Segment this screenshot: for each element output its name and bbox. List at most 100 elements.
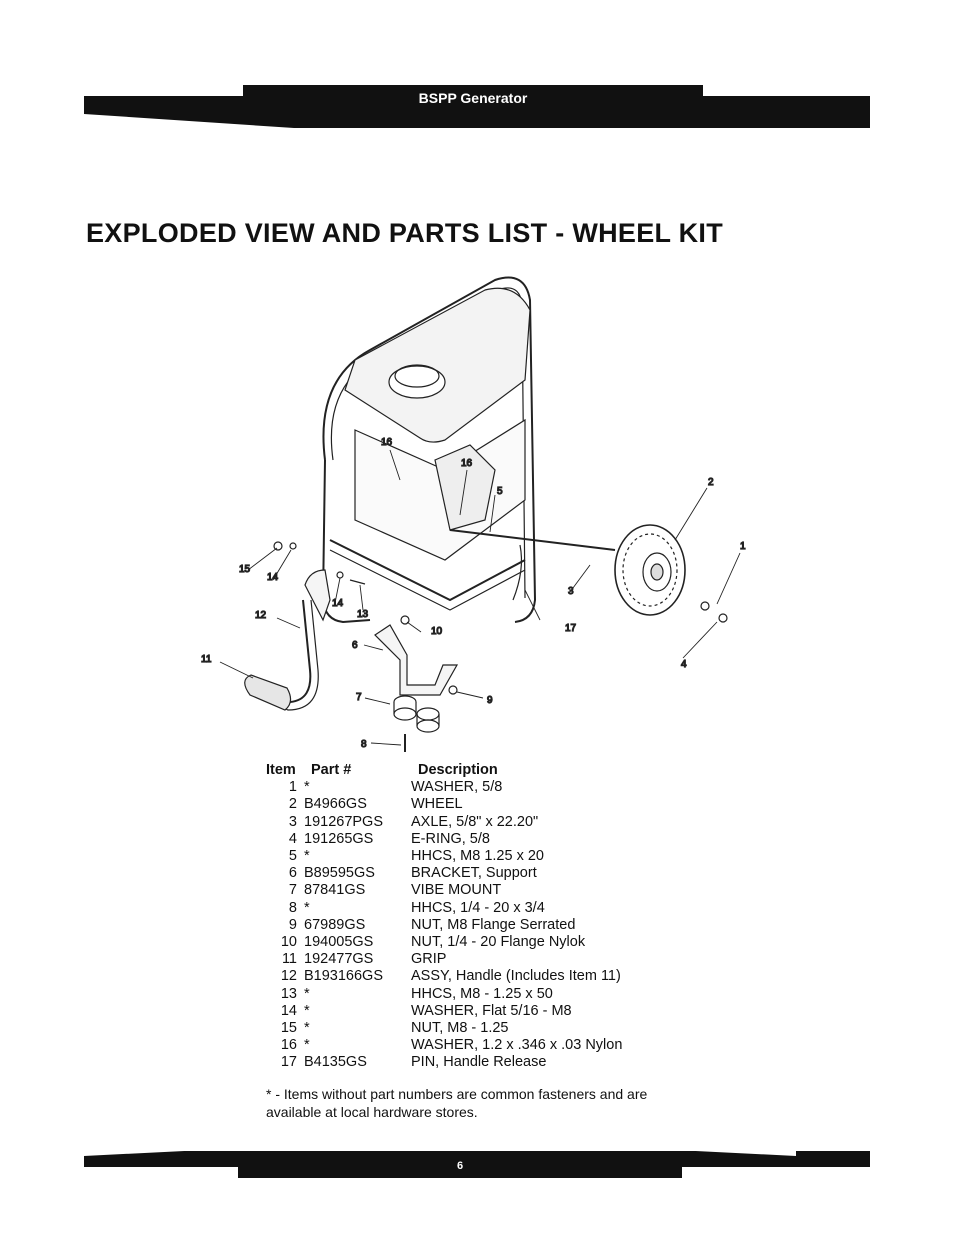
part-description: ASSY, Handle (Includes Item 11)	[411, 968, 621, 985]
item-number: 9	[288, 916, 297, 933]
header-item: Item	[266, 762, 296, 778]
fuel-cap	[388, 365, 446, 399]
part-description: GRIP	[411, 951, 447, 968]
wheel	[614, 524, 686, 616]
table-row: 11 192477GS GRIP	[266, 951, 622, 968]
page-title: EXPLODED VIEW AND PARTS LIST - WHEEL KIT	[86, 218, 724, 248]
callout-label: 17	[565, 623, 577, 634]
part-description: NUT, M8 Flange Serrated	[411, 916, 576, 933]
part-description: WHEEL	[411, 796, 463, 813]
header-description: Description	[418, 762, 498, 778]
part-description: WASHER, 5/8	[411, 779, 503, 796]
header-notch	[84, 114, 294, 128]
header-tab	[243, 84, 703, 115]
item-number: 13	[280, 985, 297, 1002]
callout-label: 1	[740, 541, 746, 552]
footer-notch	[636, 1148, 796, 1156]
part-description: AXLE, 5/8" x 22.20"	[411, 813, 539, 830]
part-description: NUT, M8 - 1.25	[411, 1020, 509, 1037]
table-row: 9 67989GS NUT, M8 Flange Serrated	[266, 917, 622, 934]
table-row: 5 * HHCS, M8 1.25 x 20	[266, 848, 622, 865]
item-number: 16	[280, 1037, 297, 1054]
part-number: *	[304, 779, 310, 796]
item-number: 1	[288, 779, 297, 796]
header-part-number: Part #	[311, 762, 352, 778]
part-description: NUT, 1/4 - 20 Flange Nylok	[411, 934, 586, 951]
callout-label: 7	[356, 692, 362, 703]
item-number: 8	[288, 899, 297, 916]
callout-label: 10	[431, 626, 443, 637]
part-description: HHCS, M8 1.25 x 20	[411, 848, 544, 865]
part-number: *	[304, 985, 310, 1002]
handle-assembly	[244, 569, 331, 711]
table-row: 13 * HHCS, M8 - 1.25 x 50	[266, 986, 622, 1003]
item-number: 7	[288, 882, 297, 899]
callout-label: 2	[708, 477, 714, 488]
support-bracket	[374, 624, 459, 696]
part-number: *	[304, 1002, 310, 1019]
part-number: B193166GS	[304, 968, 384, 985]
part-description: BRACKET, Support	[411, 865, 537, 882]
callout-label: 5	[497, 486, 503, 497]
callout-label: 16	[381, 437, 393, 448]
callout-label: 11	[201, 654, 212, 665]
footer-notch	[84, 1148, 244, 1156]
part-description: PIN, Handle Release	[411, 1054, 547, 1071]
part-number: *	[304, 899, 310, 916]
item-number: 4	[288, 830, 297, 847]
item-number: 15	[280, 1020, 297, 1037]
callout-label: 13	[357, 609, 369, 620]
part-number: *	[304, 1037, 310, 1054]
table-row: 15 * NUT, M8 - 1.25	[266, 1020, 622, 1037]
part-number: *	[304, 1020, 310, 1037]
callout-label: 4	[681, 659, 687, 670]
table-row: 16 * WASHER, 1.2 x .346 x .03 Nylon	[266, 1037, 623, 1054]
item-number: 3	[288, 813, 297, 830]
part-number: 87841GS	[304, 882, 366, 899]
header-title: BSPP Generator	[418, 90, 528, 106]
footer-tab	[238, 1157, 682, 1178]
callout-label: 16	[461, 458, 473, 469]
item-number: 6	[288, 865, 297, 882]
part-description: WASHER, 1.2 x .346 x .03 Nylon	[411, 1037, 623, 1054]
item-number: 11	[281, 951, 297, 968]
callout-label: 6	[352, 640, 358, 651]
item-number: 14	[280, 1002, 297, 1019]
part-number: *	[304, 848, 310, 865]
part-description: E-RING, 5/8	[411, 830, 490, 847]
fuel-tank	[344, 287, 531, 443]
callout-label: 3	[568, 586, 574, 597]
part-number: B89595GS	[304, 865, 375, 882]
axle	[449, 529, 616, 551]
table-row: 10 194005GS NUT, 1/4 - 20 Flange Nylok	[266, 934, 622, 951]
callout-label: 15	[239, 564, 251, 575]
table-row: 7 87841GS VIBE MOUNT	[266, 882, 622, 899]
table-row: 8 * HHCS, 1/4 - 20 x 3/4	[266, 900, 622, 917]
part-number: 192477GS	[304, 951, 374, 968]
callout-label: 8	[361, 739, 367, 750]
table-row: 14 * WASHER, Flat 5/16 - M8	[266, 1003, 622, 1020]
exploded-view-diagram: 16 16 5 2 1 15 14 14 13 12 11 10 6 3 17 …	[200, 276, 747, 752]
parts-list-table: Item Part # Description 1 * WASHER, 5/8 2 B4…	[266, 762, 622, 1072]
part-description: HHCS, 1/4 - 20 x 3/4	[411, 899, 545, 916]
page-number: 6	[456, 1160, 464, 1172]
callout-label: 14	[332, 598, 344, 609]
footnote: * - Items without part numbers are commo…	[266, 1086, 648, 1120]
item-number: 2	[288, 796, 297, 813]
part-number: 67989GS	[304, 916, 366, 933]
part-description: VIBE MOUNT	[411, 882, 502, 899]
item-number: 10	[280, 934, 297, 951]
part-description: WASHER, Flat 5/16 - M8	[411, 1002, 572, 1019]
part-number: B4966GS	[304, 796, 367, 813]
callout-label: 12	[255, 610, 267, 621]
item-number: 5	[288, 848, 297, 865]
frame-tube	[322, 276, 537, 623]
callout-label: 9	[487, 695, 493, 706]
part-number: 194005GS	[304, 934, 374, 951]
table-row: 6 B89595GS BRACKET, Support	[266, 865, 622, 882]
table-row: 2 B4966GS WHEEL	[266, 796, 622, 813]
part-description: HHCS, M8 - 1.25 x 50	[411, 985, 553, 1002]
